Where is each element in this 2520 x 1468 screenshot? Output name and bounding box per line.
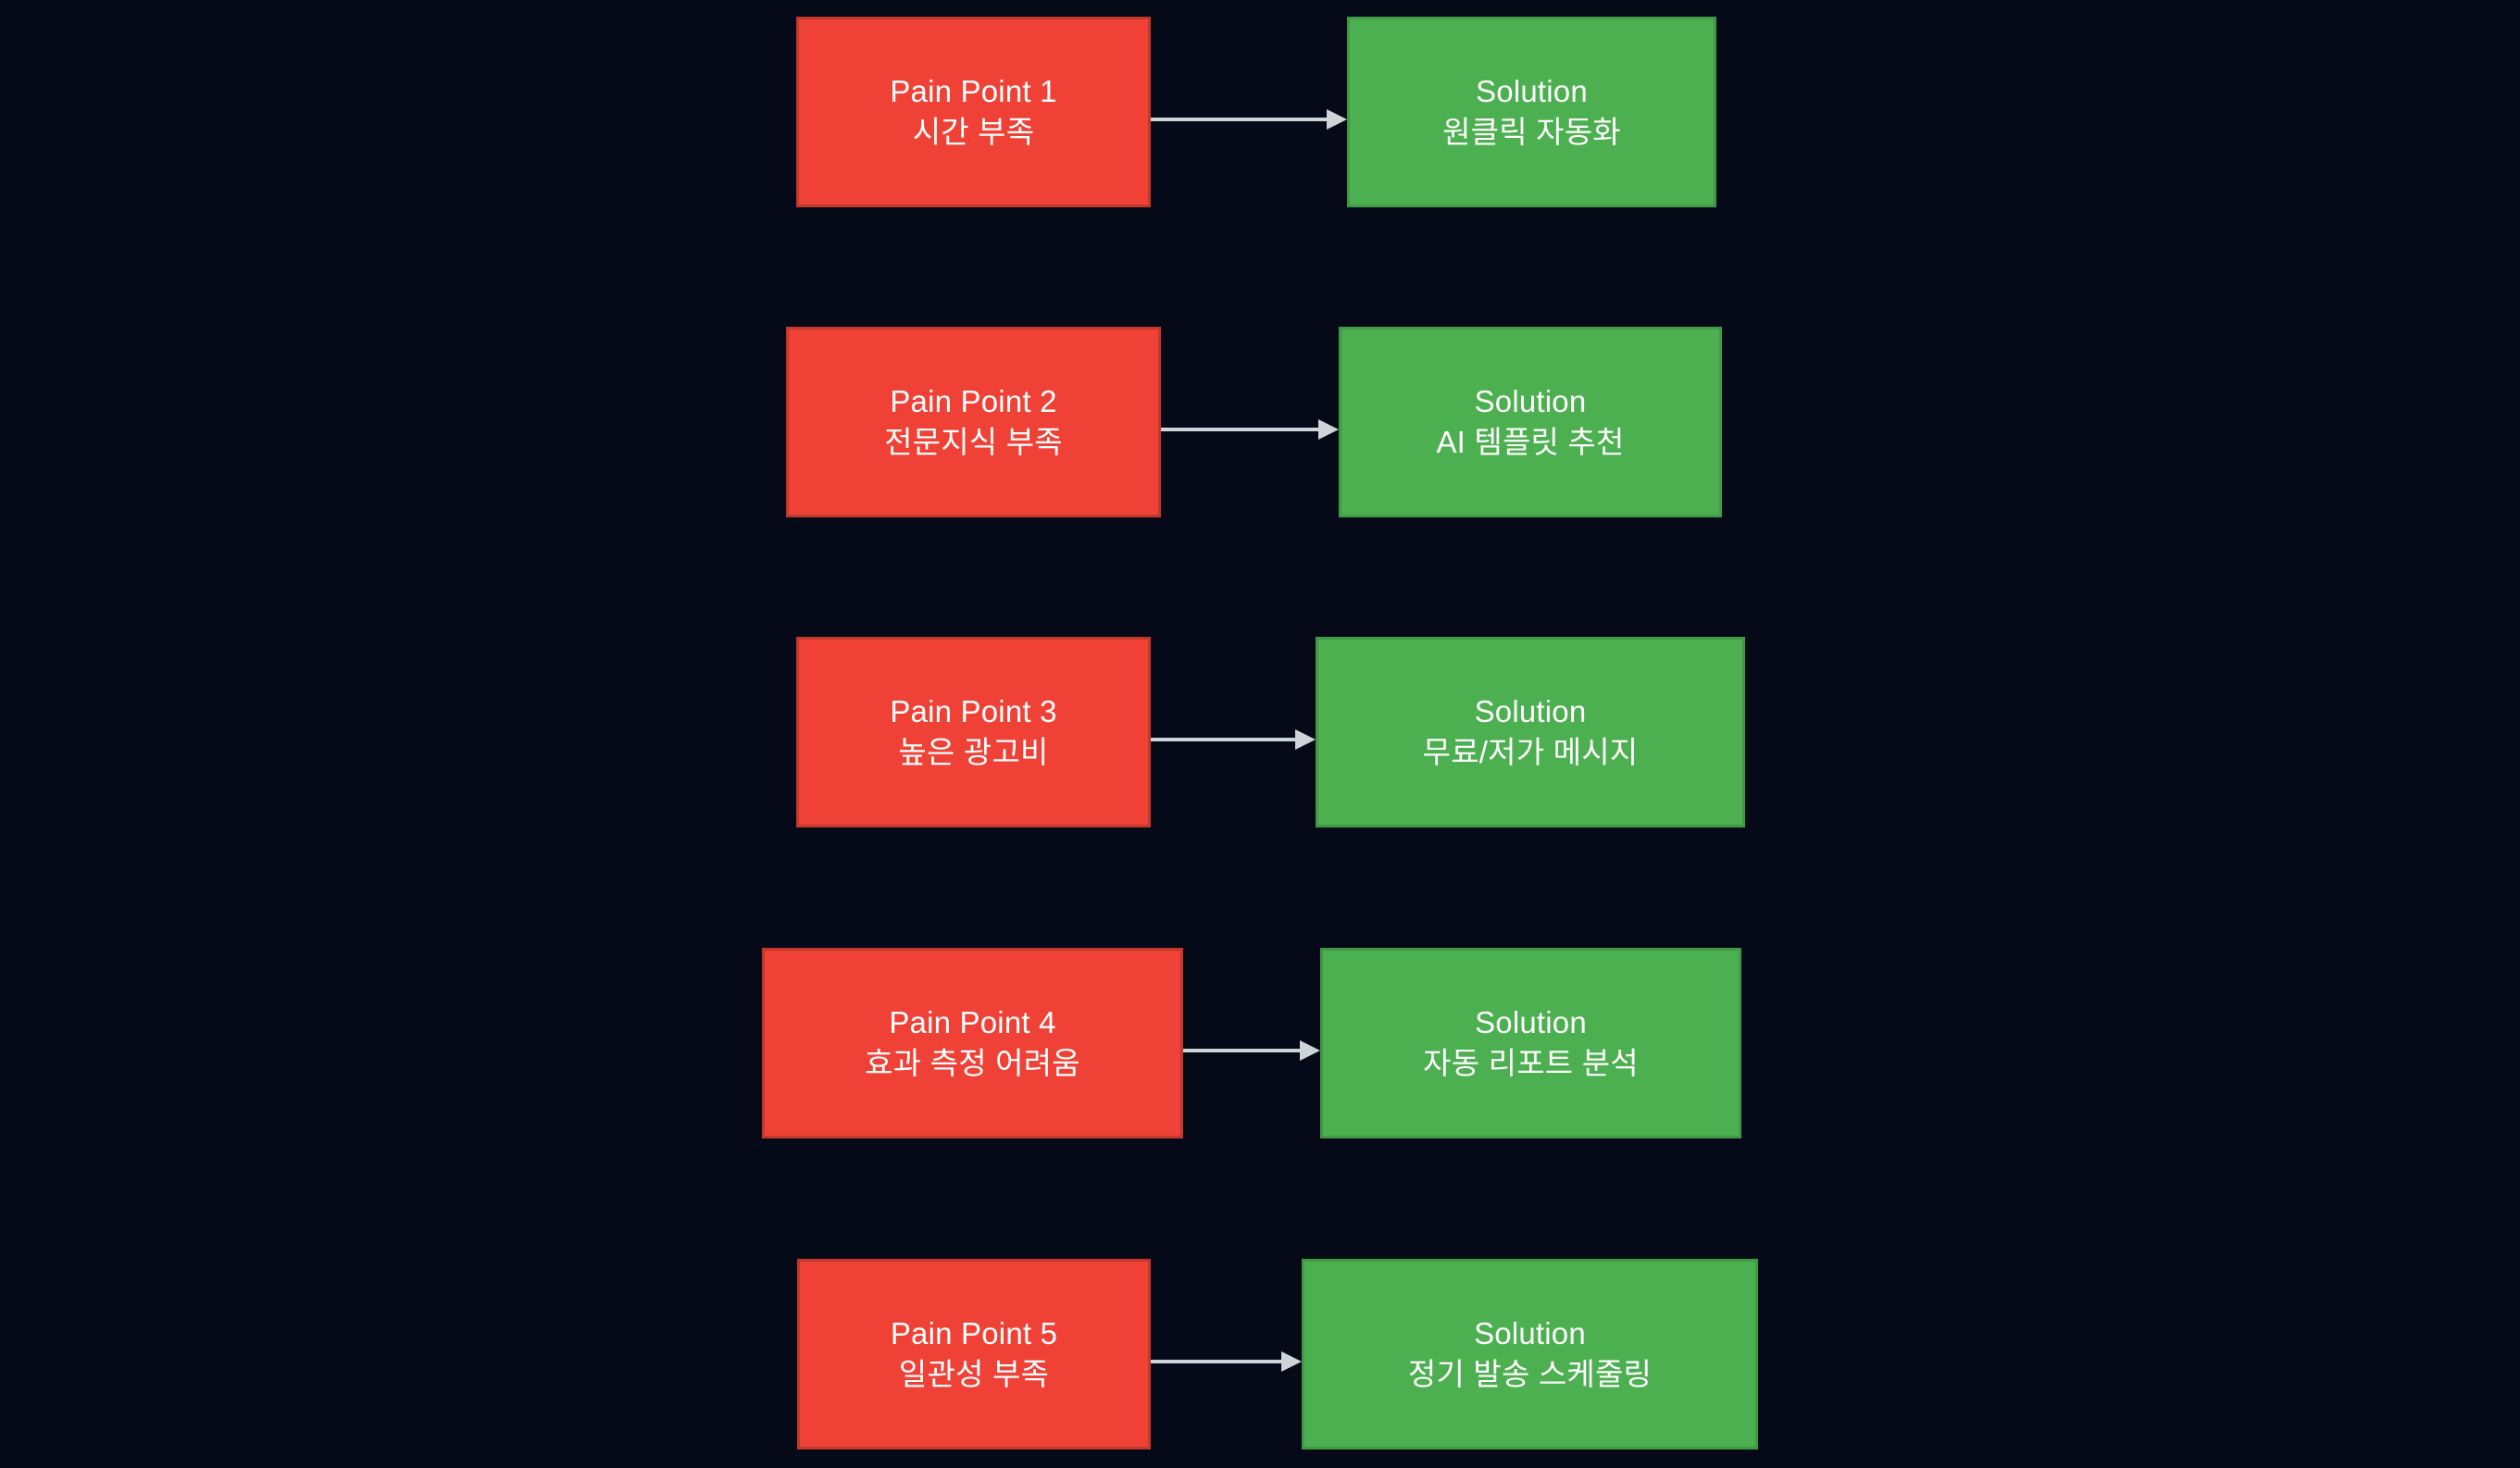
pain-point-label: Pain Point 5 — [890, 1316, 1058, 1351]
flow-row: Pain Point 4 효과 측정 어려움 Solution 자동 리포트 분… — [0, 948, 2520, 1138]
pain-point-node[interactable]: Pain Point 5 일관성 부족 — [797, 1259, 1151, 1449]
flow-row: Pain Point 3 높은 광고비 Solution 무료/저가 메시지 — [0, 637, 2520, 827]
arrow-head-icon — [1281, 1351, 1302, 1372]
solution-detail: 원클릭 자동화 — [1442, 115, 1621, 149]
arrow-head-icon — [1300, 1040, 1320, 1061]
pain-point-node[interactable]: Pain Point 3 높은 광고비 — [796, 637, 1151, 827]
pain-point-label: Pain Point 2 — [890, 384, 1057, 419]
flow-row: Pain Point 1 시간 부족 Solution 원클릭 자동화 — [0, 17, 2520, 207]
flow-arrow — [1151, 729, 1316, 750]
pain-point-label: Pain Point 4 — [889, 1005, 1056, 1040]
solution-label: Solution — [1474, 1316, 1586, 1351]
pain-point-label: Pain Point 1 — [890, 74, 1057, 109]
flow-row: Pain Point 2 전문지식 부족 Solution AI 템플릿 추천 — [0, 327, 2520, 517]
flow-arrow — [1151, 109, 1347, 130]
pain-point-detail: 전문지식 부족 — [884, 425, 1063, 459]
flow-arrow — [1183, 1040, 1320, 1061]
solution-label: Solution — [1476, 74, 1588, 109]
pain-point-detail: 높은 광고비 — [898, 735, 1049, 769]
solution-node[interactable]: Solution 정기 발송 스케줄링 — [1302, 1259, 1758, 1449]
solution-node[interactable]: Solution 원클릭 자동화 — [1347, 17, 1716, 207]
pain-point-detail: 시간 부족 — [912, 115, 1035, 149]
solution-label: Solution — [1475, 1005, 1587, 1040]
pain-point-detail: 일관성 부족 — [898, 1357, 1050, 1391]
solution-node[interactable]: Solution 무료/저가 메시지 — [1316, 637, 1745, 827]
pain-point-node[interactable]: Pain Point 4 효과 측정 어려움 — [762, 948, 1183, 1138]
solution-detail: 정기 발송 스케줄링 — [1407, 1357, 1653, 1391]
arrow-head-icon — [1327, 109, 1347, 130]
solution-detail: AI 템플릿 추천 — [1436, 425, 1625, 459]
arrow-shaft — [1151, 1360, 1281, 1363]
solution-detail: 자동 리포트 분석 — [1423, 1046, 1639, 1080]
arrow-shaft — [1151, 738, 1295, 741]
arrow-shaft — [1151, 118, 1327, 121]
arrow-shaft — [1183, 1049, 1300, 1052]
flow-row: Pain Point 5 일관성 부족 Solution 정기 발송 스케줄링 — [0, 1259, 2520, 1449]
pain-point-label: Pain Point 3 — [890, 694, 1057, 729]
solution-label: Solution — [1474, 694, 1587, 729]
arrow-shaft — [1161, 428, 1318, 431]
arrow-head-icon — [1318, 419, 1339, 440]
solution-label: Solution — [1474, 384, 1587, 419]
solution-detail: 무료/저가 메시지 — [1422, 735, 1639, 769]
pain-point-node[interactable]: Pain Point 2 전문지식 부족 — [786, 327, 1161, 517]
solution-node[interactable]: Solution AI 템플릿 추천 — [1339, 327, 1722, 517]
flow-arrow — [1161, 419, 1339, 440]
flow-arrow — [1151, 1351, 1302, 1372]
pain-point-node[interactable]: Pain Point 1 시간 부족 — [796, 17, 1151, 207]
pain-point-detail: 효과 측정 어려움 — [865, 1046, 1080, 1080]
arrow-head-icon — [1295, 729, 1316, 750]
solution-node[interactable]: Solution 자동 리포트 분석 — [1320, 948, 1741, 1138]
